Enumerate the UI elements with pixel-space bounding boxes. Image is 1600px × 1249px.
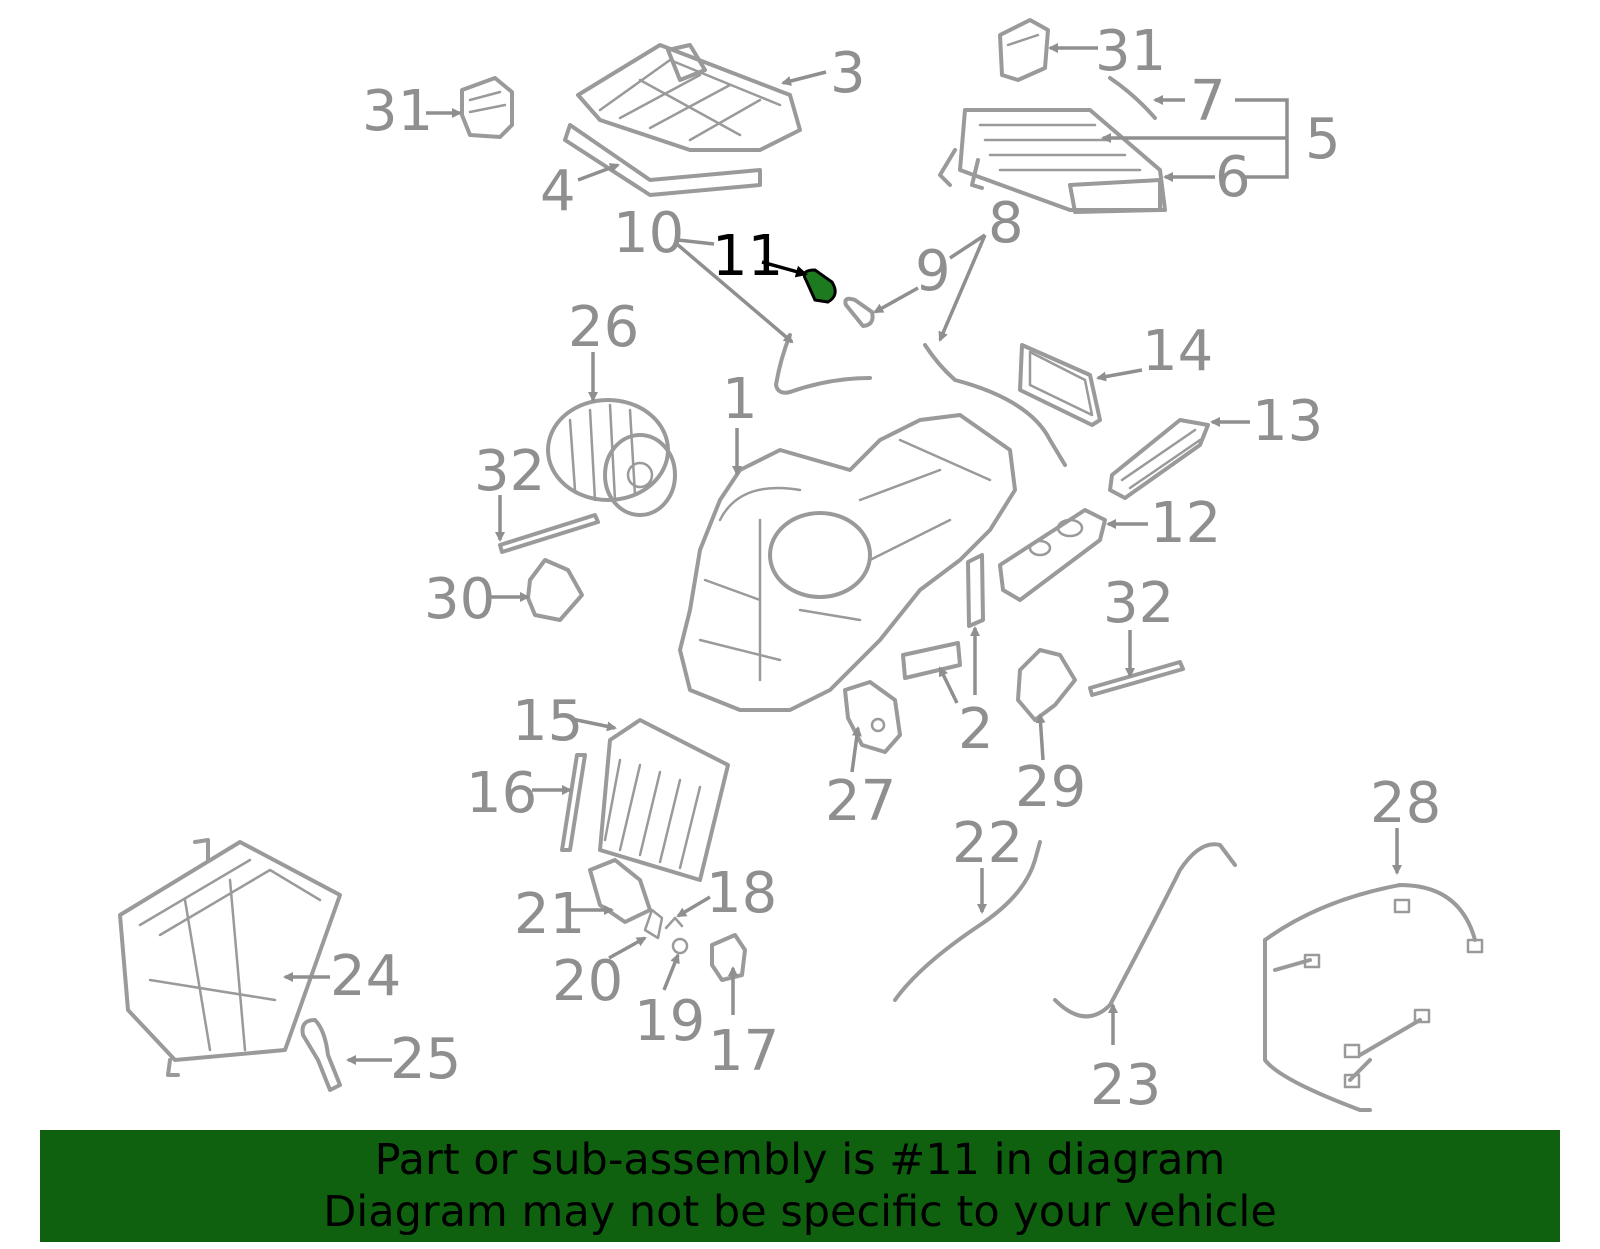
part-11-highlighted (802, 268, 837, 304)
part-actuator-27 (843, 680, 902, 754)
callout-28: 28 (1370, 771, 1441, 836)
parts-diagram: 1 2 3 4 5 6 7 8 9 10 11 12 13 14 15 16 1… (118, 18, 1484, 1118)
part-clip-18 (664, 916, 684, 930)
part-main-housing (678, 413, 1017, 712)
callout-29: 29 (1015, 755, 1086, 820)
callout-20: 20 (552, 949, 623, 1014)
part-tube-7 (1108, 76, 1157, 120)
callout-26: 26 (568, 295, 639, 360)
callout-1: 1 (722, 367, 758, 432)
callout-7: 7 (1190, 69, 1226, 134)
callout-16: 16 (466, 761, 537, 826)
callout-18: 18 (706, 861, 777, 926)
callout-2: 2 (958, 697, 994, 762)
callout-14: 14 (1142, 319, 1213, 384)
part-lower-case-24 (118, 838, 342, 1077)
callout-13: 13 (1252, 389, 1323, 454)
info-banner: Part or sub-assembly is #11 in diagram D… (40, 1130, 1560, 1242)
callout-10: 10 (613, 201, 684, 266)
callout-31-left: 31 (362, 79, 433, 144)
callout-32-left: 32 (474, 439, 545, 504)
leader-lines (283, 43, 1402, 1065)
part-harness-28 (1263, 883, 1484, 1112)
part-strip-32-left (498, 513, 600, 554)
callout-12: 12 (1150, 491, 1221, 556)
part-evaporator-15 (598, 718, 730, 882)
part-seal-16 (560, 753, 587, 852)
part-filter-13 (1108, 418, 1210, 500)
part-hose-10 (774, 333, 872, 395)
part-clip-20 (643, 908, 664, 940)
callout-4: 4 (540, 159, 576, 224)
part-sensor-17 (710, 933, 747, 982)
callout-17: 17 (708, 1019, 779, 1084)
callout-11: 11 (712, 224, 783, 289)
callout-27: 27 (825, 769, 896, 834)
callout-31-right: 31 (1095, 19, 1166, 84)
part-drain-25 (300, 1018, 342, 1092)
callout-15: 15 (512, 689, 583, 754)
part-seal-2b (966, 553, 985, 628)
part-ring-19 (671, 937, 689, 955)
callout-30: 30 (424, 567, 495, 632)
callout-25: 25 (390, 1027, 461, 1092)
callout-8: 8 (988, 191, 1024, 256)
part-gasket-14 (1018, 343, 1102, 427)
part-strip-32-right (1088, 660, 1185, 697)
part-pipe-22 (893, 840, 1042, 1002)
part-clip-9 (843, 296, 875, 328)
part-filter-tray (563, 123, 762, 197)
part-valve-21 (588, 858, 652, 924)
callout-19: 19 (634, 989, 705, 1054)
banner-line-2: Diagram may not be specific to your vehi… (323, 1187, 1277, 1237)
callout-6: 6 (1215, 145, 1251, 210)
part-hose-8 (923, 343, 1067, 467)
callout-24: 24 (330, 944, 401, 1009)
part-upper-case (576, 43, 802, 152)
part-actuator-29 (1016, 648, 1077, 722)
part-heater-core (938, 108, 1167, 214)
callout-23: 23 (1090, 1053, 1161, 1118)
part-actuator-30 (526, 558, 584, 622)
part-seal-2a (901, 641, 962, 680)
part-module-31-left (460, 76, 514, 139)
callout-5: 5 (1305, 107, 1341, 172)
part-module-31-right (998, 18, 1050, 82)
part-pipe-23 (1053, 842, 1237, 1019)
callout-21: 21 (514, 882, 585, 947)
callout-labels: 1 2 3 4 5 6 7 8 9 10 11 12 13 14 15 16 1… (330, 19, 1441, 1118)
callout-9: 9 (915, 239, 951, 304)
callout-3: 3 (830, 41, 866, 106)
banner-line-1: Part or sub-assembly is #11 in diagram (374, 1135, 1226, 1185)
callout-32-right: 32 (1103, 571, 1174, 636)
callout-22: 22 (952, 811, 1023, 876)
part-door-12 (998, 508, 1107, 602)
part-blower-26 (546, 398, 677, 517)
